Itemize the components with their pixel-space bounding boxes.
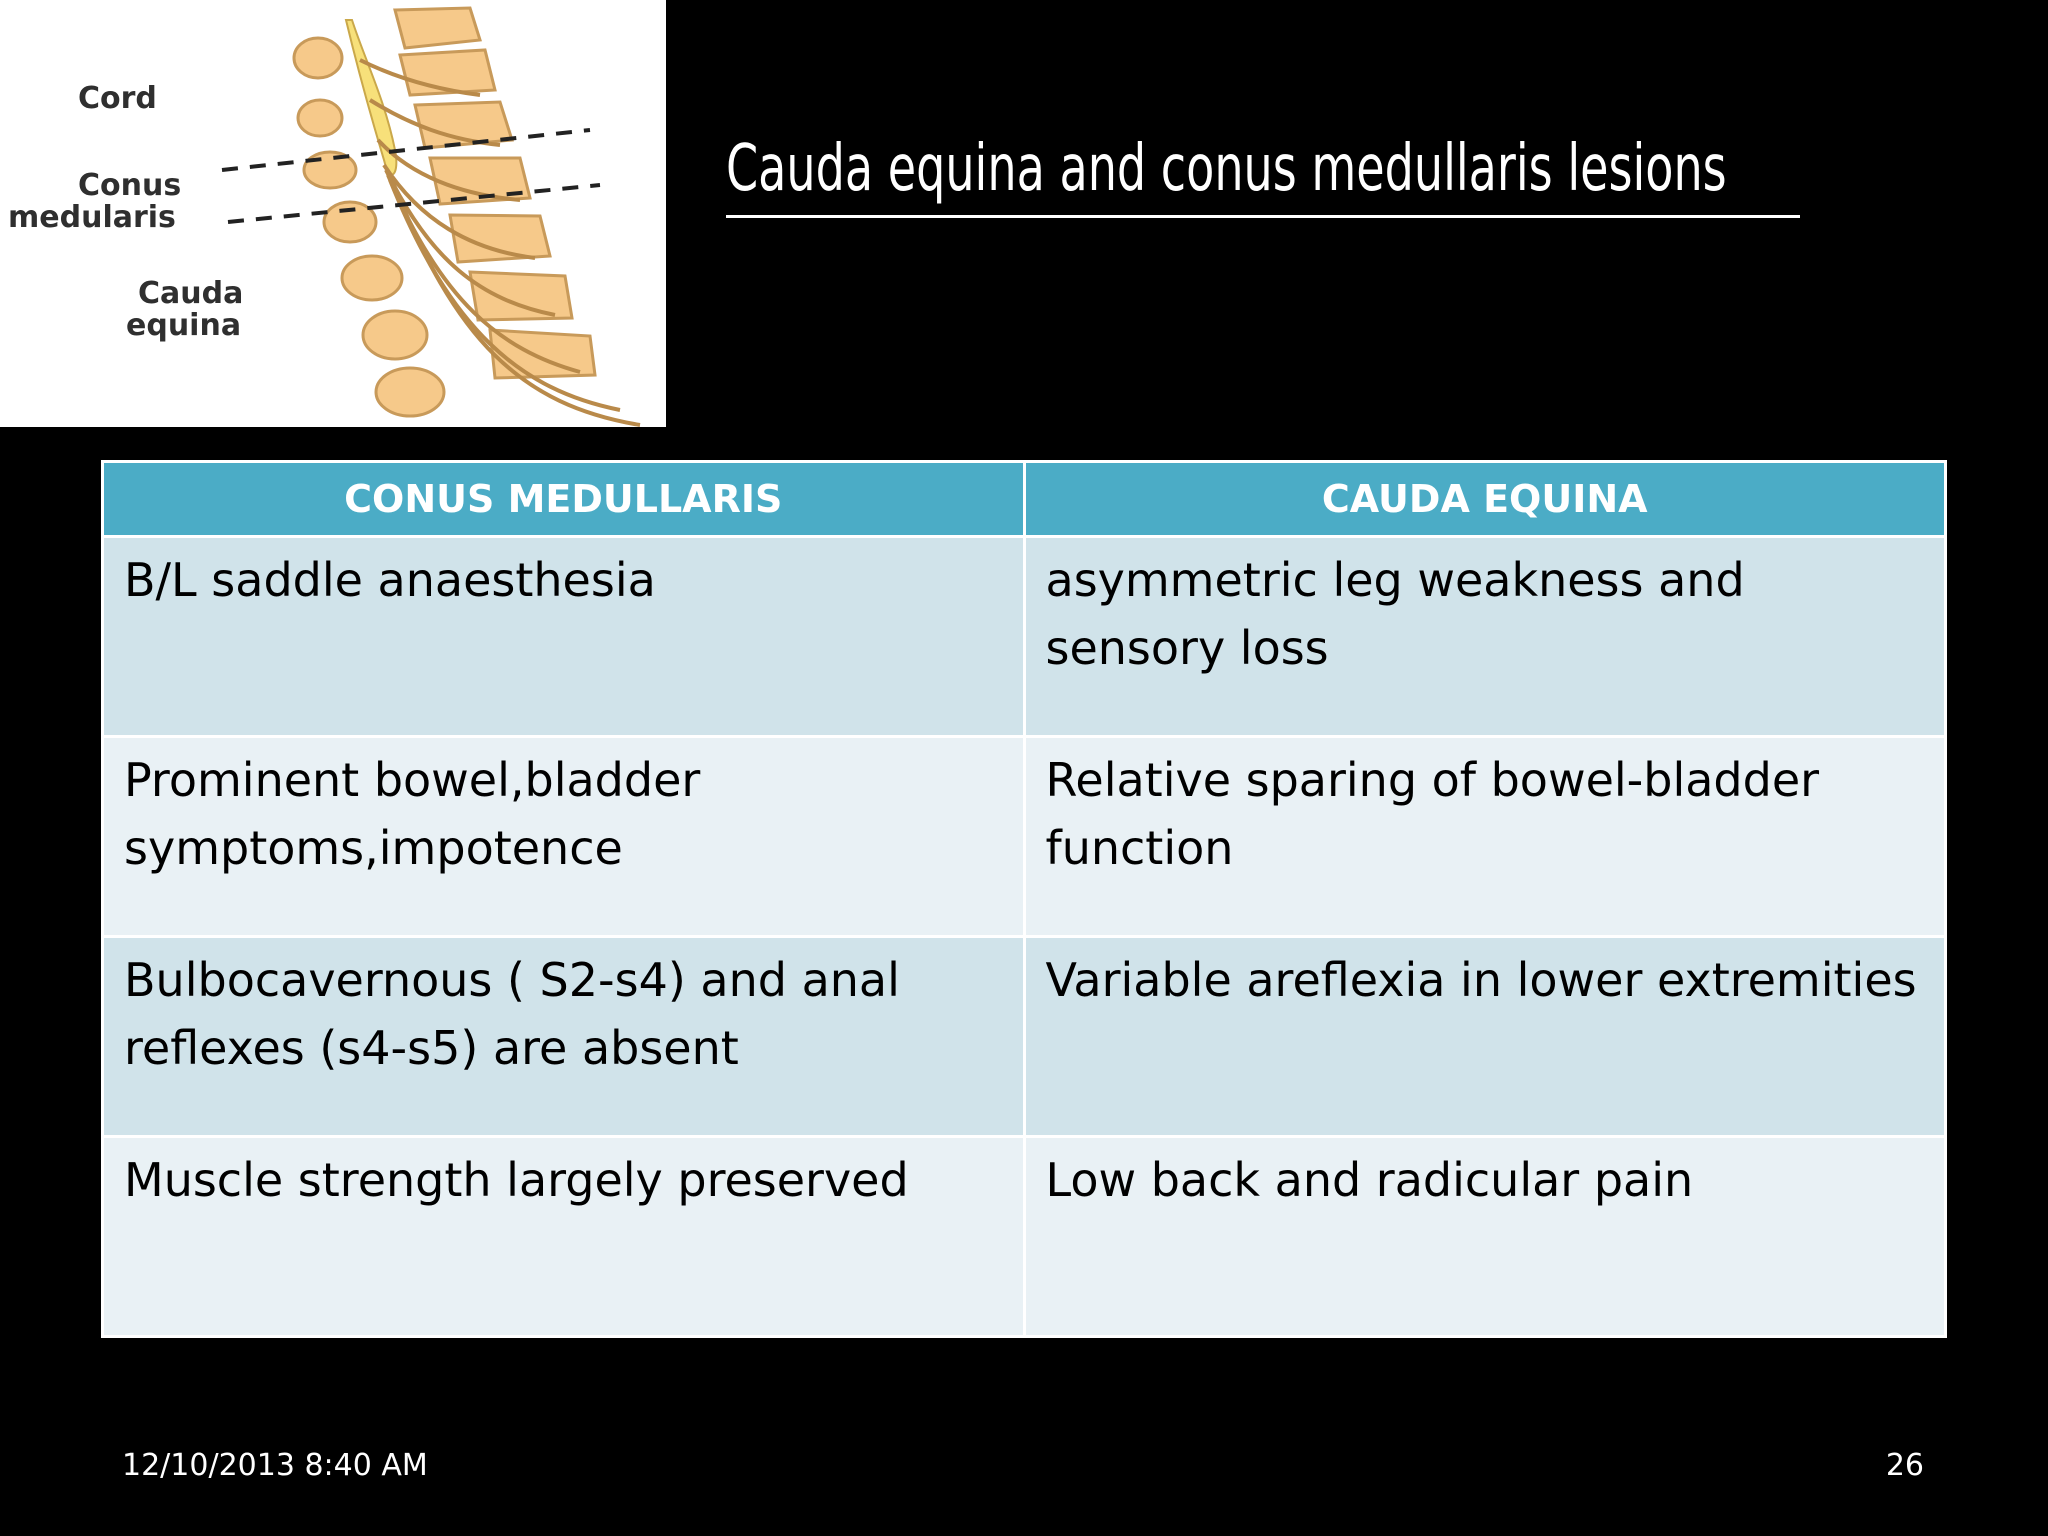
figure-label-conus-line1: Conus [78, 168, 182, 203]
column-header-conus-medullaris: CONUS MEDULLARIS [101, 460, 1026, 538]
column-header-cauda-equina: CAUDA EQUINA [1022, 460, 1947, 538]
title-underline [726, 215, 1800, 218]
figure-label-conus-line2: medularis [8, 200, 176, 235]
figure-label-cauda-line2: equina [126, 308, 242, 343]
table-cell: Low back and radicular pain [1022, 1135, 1947, 1338]
spine-diagram-image: Cord Conus medularis Cauda equina [0, 0, 666, 427]
figure-label-cord: Cord [78, 81, 157, 116]
slide-title: Cauda equina and conus medullaris lesion… [726, 132, 1727, 206]
table-cell: Bulbocavernous ( S2-s4) and anal reflexe… [101, 935, 1026, 1138]
table-header-row: CONUS MEDULLARIS CAUDA EQUINA [101, 460, 1947, 538]
table-cell: B/L saddle anaesthesia [101, 535, 1026, 738]
table-cell: Prominent bowel,bladder symptoms,impoten… [101, 735, 1026, 938]
table-cell: Variable areflexia in lower extremities [1022, 935, 1947, 1138]
table-cell: asymmetric leg weakness and sensory loss [1022, 535, 1947, 738]
table-row: Prominent bowel,bladder symptoms,impoten… [101, 735, 1947, 938]
table-row: Bulbocavernous ( S2-s4) and anal reflexe… [101, 935, 1947, 1138]
table-row: B/L saddle anaesthesia asymmetric leg we… [101, 535, 1947, 738]
table-cell: Muscle strength largely preserved [101, 1135, 1026, 1338]
table-row: Muscle strength largely preserved Low ba… [101, 1135, 1947, 1338]
comparison-table: CONUS MEDULLARIS CAUDA EQUINA B/L saddle… [101, 460, 1947, 1338]
footer-date: 12/10/2013 8:40 AM [122, 1448, 428, 1483]
spine-diagram-svg [221, 6, 641, 427]
table-cell: Relative sparing of bowel-bladder functi… [1022, 735, 1947, 938]
figure-label-cauda-line1: Cauda [138, 276, 244, 311]
slide-number: 26 [1885, 1448, 1924, 1483]
